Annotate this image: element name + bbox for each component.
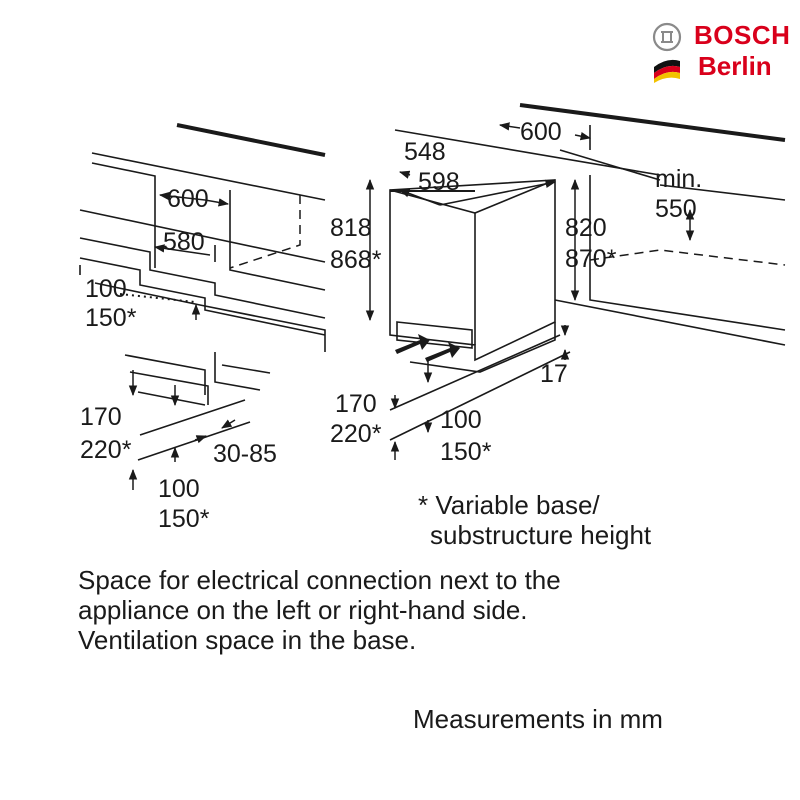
measurement-units: Measurements in mm (413, 704, 663, 734)
dim-height-820: 820 (565, 214, 607, 242)
explanation-line-1: Space for electrical connection next to … (78, 565, 561, 595)
city-name: Berlin (698, 51, 772, 81)
dim-plinth-170: 170 (80, 403, 122, 431)
explanation-line-3: Ventilation space in the base. (78, 625, 417, 655)
dim-base-height-100: 100 (85, 275, 127, 303)
dim-bottom-100: 100 (158, 475, 200, 503)
dim-bottom-150: 150* (158, 505, 210, 533)
dim-center-220: 220* (330, 420, 382, 448)
dim-width-598: 598 (418, 168, 460, 196)
note-line-2: substructure height (430, 520, 652, 550)
bosch-berlin-logo: BOSCH Berlin (650, 20, 795, 84)
dim-min-550: 550 (655, 195, 697, 223)
dim-width-600: 600 (520, 118, 562, 146)
dim-center-150: 150* (440, 438, 492, 466)
dim-center-170: 170 (335, 390, 377, 418)
bosch-armature-icon (652, 22, 682, 52)
dim-center-100: 100 (440, 406, 482, 434)
dim-depth-548: 548 (404, 138, 446, 166)
left-niche-view (79, 123, 326, 352)
brand-name: BOSCH (694, 20, 791, 50)
installation-explanation: Space for electrical connection next to … (78, 565, 561, 655)
dim-niche-width-600: 600 (167, 185, 209, 213)
german-flag-icon (654, 59, 680, 83)
dim-base-height-150: 150* (85, 304, 137, 332)
left-side-detail (124, 352, 271, 490)
dim-niche-inner-580: 580 (163, 228, 205, 256)
note-line-1: * Variable base/ (418, 490, 600, 520)
variable-base-note: * Variable base/ substructure height (418, 490, 651, 550)
dim-min-label: min. (655, 165, 702, 193)
dim-plinth-220: 220* (80, 436, 132, 464)
dim-height-818: 818 (330, 214, 372, 242)
dim-height-868: 868* (330, 246, 382, 274)
explanation-line-2: appliance on the left or right-hand side… (78, 595, 528, 625)
appliance-view (365, 103, 786, 460)
dim-height-870: 870* (565, 245, 617, 273)
dim-gap-30-85: 30-85 (213, 440, 277, 468)
dim-gap-17: 17 (540, 360, 568, 388)
